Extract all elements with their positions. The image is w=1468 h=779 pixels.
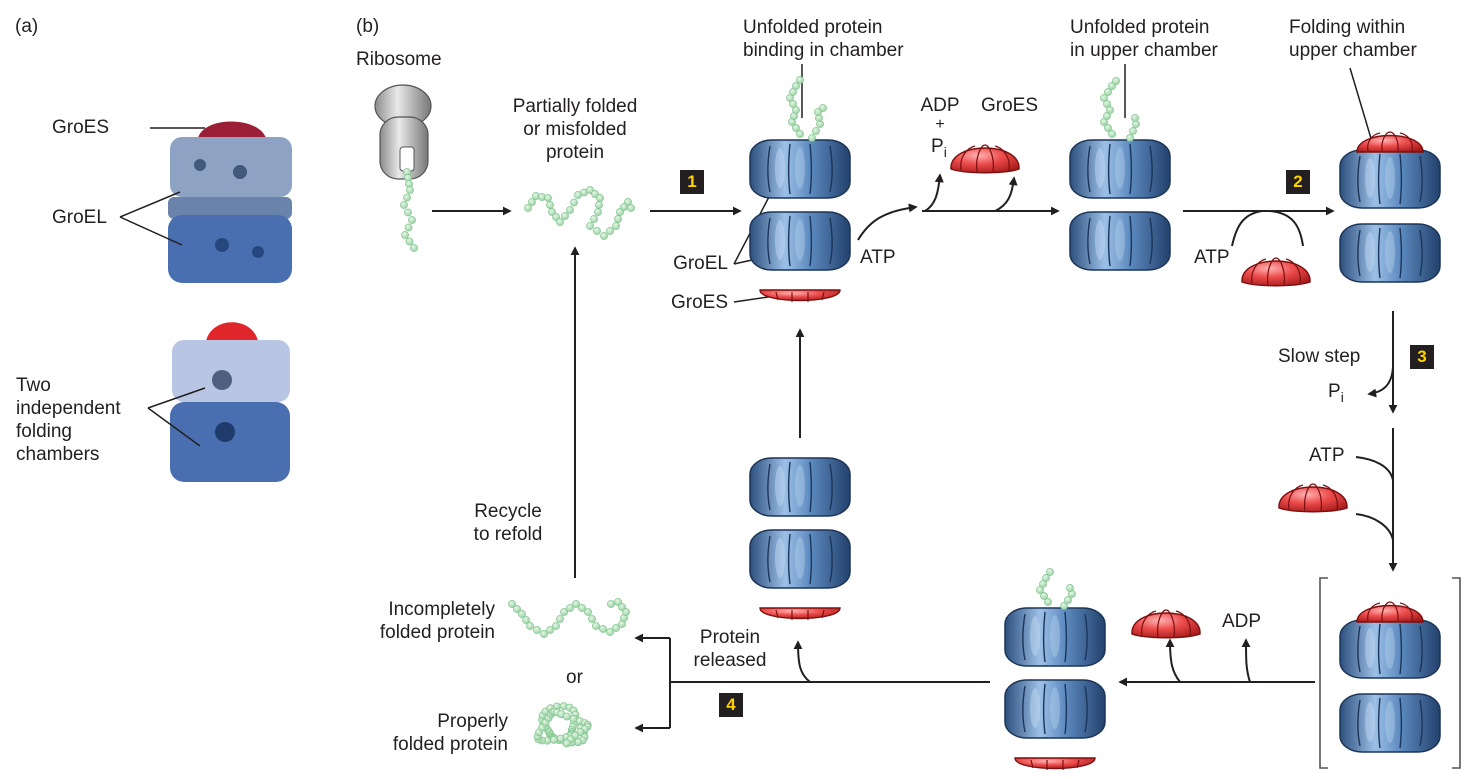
step-4-badge: 4 <box>719 693 743 717</box>
groel-complex-binding <box>749 139 851 303</box>
panel-a-letter: (a) <box>15 16 39 37</box>
protein-strands <box>400 76 1140 748</box>
atp-label-1: ATP <box>860 247 896 268</box>
atp-label-2: ATP <box>1194 247 1230 268</box>
misfolded-protein-chain <box>524 186 635 240</box>
panel-a-chambers-label-1: Two <box>16 375 51 396</box>
protein-released-label-2: released <box>693 650 767 671</box>
upper-protein-chain-2 <box>1126 114 1140 142</box>
properly-folded-label-1: Properly <box>437 711 508 732</box>
groes-free-released <box>1131 609 1201 639</box>
panel-b-letter: (b) <box>356 16 380 37</box>
groes-free-label: GroES <box>981 95 1039 116</box>
bound-protein-chain-2 <box>808 104 827 142</box>
unfolded-binding-label-1: Unfolded protein <box>743 17 883 38</box>
slow-step-label: Slow step <box>1278 346 1361 367</box>
groel-complex-folding <box>1339 131 1441 283</box>
groes-free-atp2 <box>1241 257 1311 287</box>
incompletely-folded-chain <box>508 598 630 638</box>
released-protein-chain-2 <box>1060 584 1076 610</box>
adp-label-bottom: ADP <box>1222 611 1262 632</box>
groes-label: GroES <box>670 292 728 313</box>
released-protein-chain-1 <box>1036 568 1054 606</box>
bracket <box>1319 577 1461 769</box>
unfolded-upper-label-2: in upper chamber <box>1070 40 1218 61</box>
panel-a-groes-label: GroES <box>52 117 110 138</box>
groel-complex-releasing <box>1004 607 1106 771</box>
partially-folded-label-2: or misfolded <box>523 119 627 140</box>
panel-a-chambers-label-3: folding <box>16 421 72 442</box>
folding-within-label-2: upper chamber <box>1289 40 1417 61</box>
step-2-badge: 2 <box>1286 170 1310 194</box>
or-label: or <box>566 667 583 688</box>
folding-within-label-1: Folding within <box>1289 17 1406 38</box>
upper-protein-chain-1 <box>1100 77 1120 138</box>
panel-a-leader-lines <box>119 127 206 447</box>
partially-folded-label-3: protein <box>545 142 605 163</box>
panel-a-chambers-label-4: chambers <box>16 444 100 465</box>
incompletely-folded-label-1: Incompletely <box>388 599 495 620</box>
partially-folded-label-1: Partially folded <box>512 96 638 117</box>
groel-complex-return <box>749 457 851 621</box>
ribosome-label: Ribosome <box>356 49 442 70</box>
bound-protein-chain-1 <box>786 76 804 138</box>
pi-label-top: Pi <box>931 136 947 160</box>
unfolded-binding-label-2: binding in chamber <box>743 40 904 61</box>
nascent-protein-chain <box>400 168 418 252</box>
atp-label-3: ATP <box>1309 445 1345 466</box>
step-1-badge: 1 <box>680 170 704 194</box>
step-3-badge: 3 <box>1410 345 1434 369</box>
recycle-label-1: Recycle <box>474 501 542 522</box>
groel-label: GroEL <box>673 253 728 274</box>
unfolded-upper-label-1: Unfolded protein <box>1070 17 1210 38</box>
pi-label-step3: Pi <box>1328 381 1344 405</box>
flow-arrows <box>432 173 1398 733</box>
plus-label: + <box>935 116 945 133</box>
incompletely-folded-label-2: folded protein <box>379 622 495 643</box>
protein-released-label-1: Protein <box>699 627 761 648</box>
ribosome <box>374 84 432 180</box>
recycle-label-2: to refold <box>473 524 543 545</box>
panel-a-structure-top <box>168 121 292 283</box>
groes-free-step3 <box>1278 483 1348 513</box>
groes-free-top <box>950 144 1020 174</box>
panel-a-structure-bottom <box>170 322 290 482</box>
panel-a-groel-label: GroEL <box>52 207 107 228</box>
properly-folded-chain <box>533 702 592 748</box>
panel-a-chambers-label-2: independent <box>16 398 121 419</box>
properly-folded-label-2: folded protein <box>392 734 508 755</box>
groel-complex-bracketed <box>1339 601 1441 753</box>
adp-label-top: ADP <box>920 95 960 116</box>
groel-complex-unfolded-upper <box>1069 139 1171 271</box>
